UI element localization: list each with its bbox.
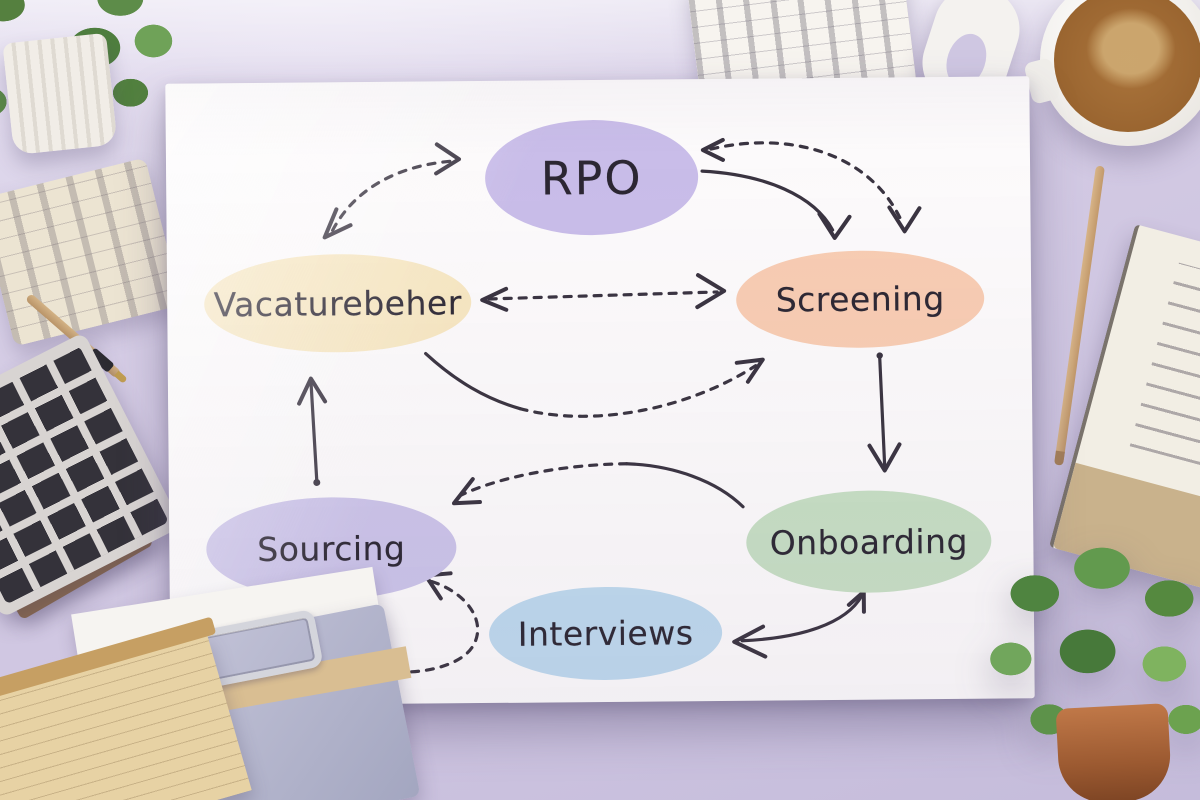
arrow-vacature-screening-dashed xyxy=(480,273,727,312)
flowchart-paper: RPO Vacaturebeher Screening Sourcing Onb… xyxy=(165,76,1035,706)
node-onboarding-label: Onboarding xyxy=(769,521,969,563)
arrow-vacature-screening-curve xyxy=(424,351,765,418)
arrow-onboarding-interviews xyxy=(732,589,866,659)
arrow-rpo-screening-solid xyxy=(700,169,852,240)
notepad-left xyxy=(0,157,182,347)
flow-arrows xyxy=(297,137,922,674)
node-screening-label: Screening xyxy=(775,278,945,320)
keypad-keys xyxy=(0,345,170,605)
node-rpo-label: RPO xyxy=(540,150,643,206)
plant-pot-top-left xyxy=(2,32,118,156)
arrow-rpo-vacature-dashed xyxy=(322,142,461,240)
pen-tip xyxy=(114,370,128,384)
arrow-rpo-screening-dashed xyxy=(700,137,922,234)
arrow-screening-onboarding-down xyxy=(867,352,902,473)
arrow-onboarding-sourcing-arch xyxy=(451,462,745,509)
node-vacaturebeher-label: Vacaturebeher xyxy=(213,282,462,324)
handwriting-scribbles xyxy=(1106,256,1200,472)
arrow-sourcing-vacature-up xyxy=(297,376,328,486)
node-interviews-label: Interviews xyxy=(517,613,694,654)
node-sourcing-label: Sourcing xyxy=(257,528,406,569)
coffee-surface xyxy=(1054,0,1200,132)
lined-notepad-bottom-left xyxy=(0,616,252,800)
plant-pot-bottom-right xyxy=(1055,703,1173,800)
coffee-cup xyxy=(1023,0,1200,146)
